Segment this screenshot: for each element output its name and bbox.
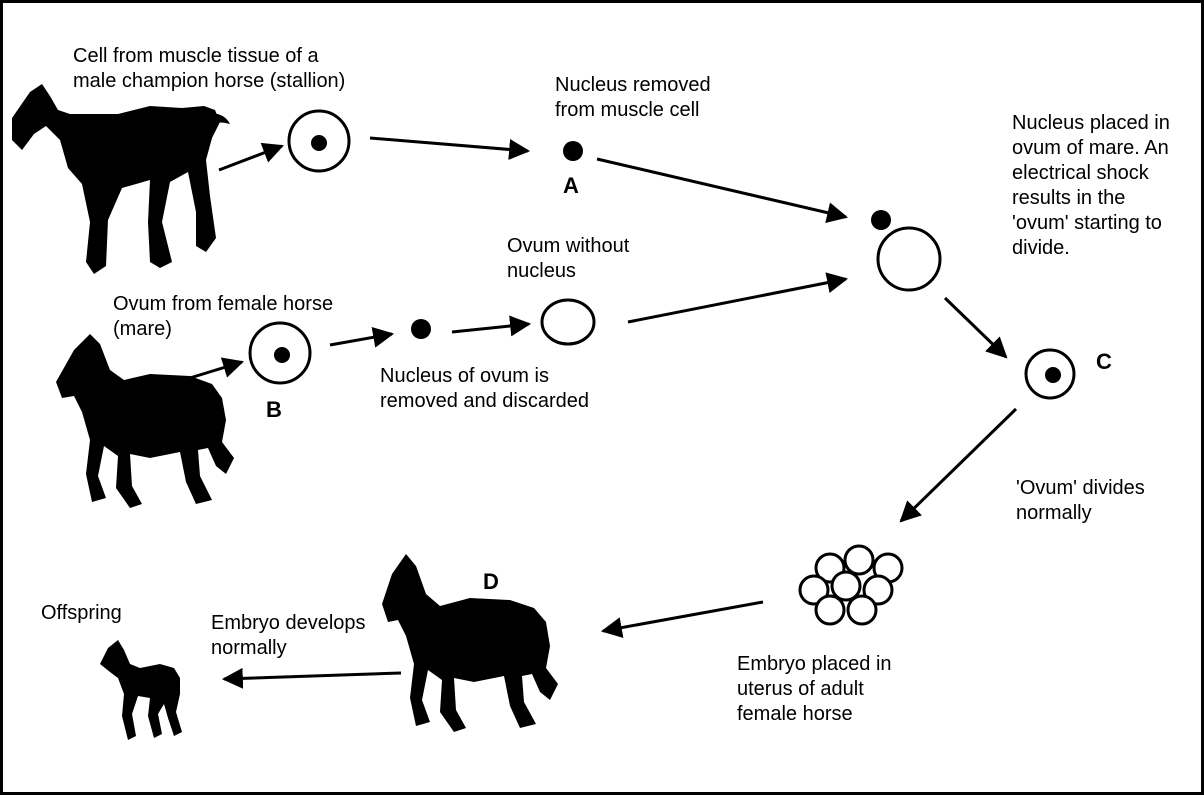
nucleus-placed-label: Nucleus placed in ovum of mare. An elect… [1012,112,1170,259]
nucleus-discarded-label: Nucleus of ovum is removed and discarded [380,365,590,412]
enucleated-ovum [540,298,596,346]
stallion-cell-label: Cell from muscle tissue of a male champi… [73,45,346,92]
arrow-fusion-to-c [943,296,1008,359]
muscle-cell [287,109,351,173]
letter-c: C [1096,349,1112,374]
arrow-embryo-to-surrogate [600,600,764,638]
embryo-develops-label: Embryo develops normally [211,612,366,659]
letter-a: A [563,173,579,198]
arrow-cell-to-nucleus [369,136,531,160]
embryo-cluster [798,544,904,626]
nucleus-a [563,141,583,161]
surrogate-mare-icon [382,554,558,732]
ovum-without-nucleus-label: Ovum without nucleus [507,235,630,282]
arrow-surrogate-to-offspring [221,667,402,689]
arrow-c-to-embryo [899,407,1018,523]
arrow-empty-ovum-to-fusion [627,272,849,324]
arrow-stallion-to-cell [218,142,284,172]
ovum-nucleus [411,319,431,339]
ovum-b [248,321,312,385]
foal-icon [100,640,182,740]
letter-b: B [266,397,282,422]
arrow-mare-to-ovum [179,357,245,383]
arrow-nucleus-to-fusion [596,157,849,223]
arrow-nucleus-to-empty-ovum [451,315,532,337]
nucleus-removed-label: Nucleus removed from muscle cell [555,74,711,121]
stallion-icon [12,84,230,274]
ovum-divides-label: 'Ovum' divides normally [1016,477,1145,524]
flow-arrows [179,136,1018,689]
arrow-ovum-to-nucleus [329,326,395,348]
embryo-placed-label: Embryo placed in uterus of adult female … [737,653,892,725]
mare-icon [56,334,234,508]
letter-d: D [483,569,499,594]
fused-ovum [871,210,942,292]
cell-c [1024,348,1076,400]
offspring-label: Offspring [41,602,122,624]
ovum-from-mare-label: Ovum from female horse (mare) [113,293,334,340]
